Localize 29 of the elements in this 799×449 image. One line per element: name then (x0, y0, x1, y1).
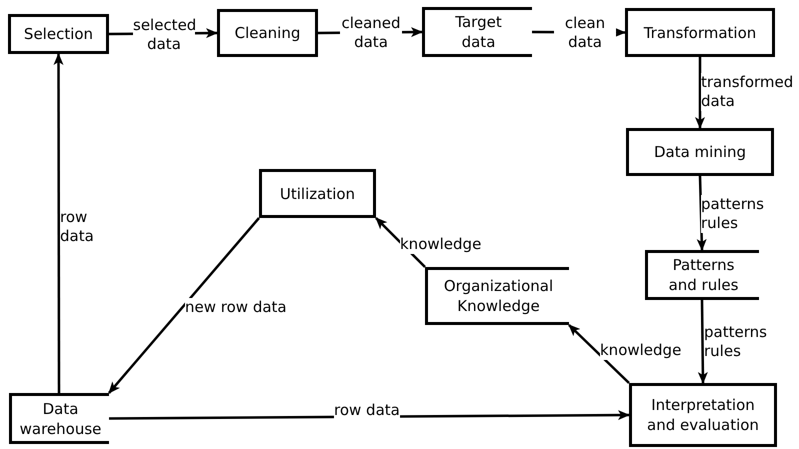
data-store-box (645, 250, 759, 300)
arrow (698, 300, 708, 384)
edge-label: knowledge (400, 235, 482, 254)
node-label: Data mining (654, 142, 746, 162)
node-label: Cleaning (234, 23, 300, 43)
process-box (8, 14, 109, 54)
node-label: Target data (454, 12, 503, 52)
data-store-box (425, 267, 569, 325)
node-label: Selection (24, 24, 94, 44)
edge-label: row data (334, 401, 400, 420)
data-store-box (422, 7, 532, 57)
process-box (625, 8, 775, 57)
edge-label: knowledge (600, 341, 682, 360)
node-label: Data warehouse (18, 398, 102, 438)
arrow (54, 53, 64, 393)
arrow (108, 217, 260, 394)
arrow (696, 176, 707, 251)
data-store-box (9, 393, 109, 444)
arrow (568, 324, 630, 384)
process-box (626, 128, 774, 176)
process-box (259, 169, 376, 218)
node-label: Interpretation and evaluation (646, 395, 760, 435)
node-label: Transformation (644, 22, 756, 42)
process-box (629, 383, 777, 447)
process-box (217, 9, 318, 57)
node-label: Utilization (280, 184, 356, 204)
node-label: Patterns and rules (668, 255, 740, 295)
node-label: Organizational Knowledge (442, 276, 554, 316)
arrow (695, 57, 705, 129)
